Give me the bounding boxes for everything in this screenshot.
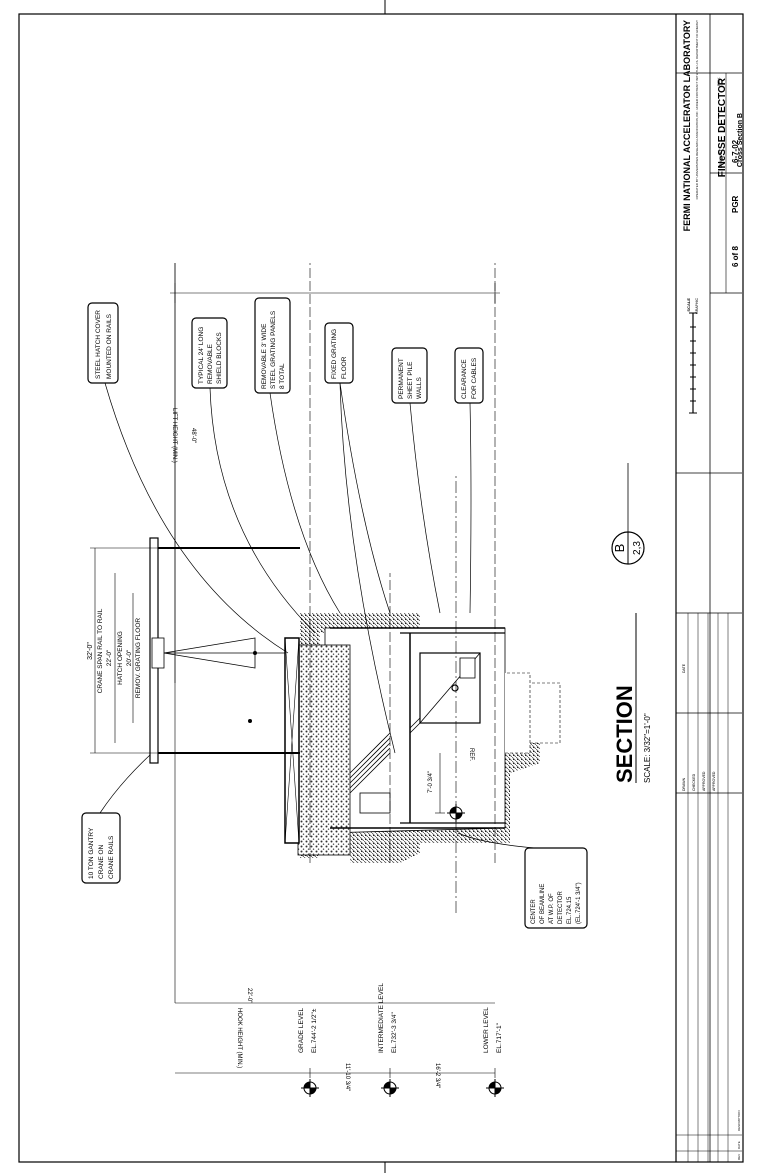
hook-height-label: HOOK HEIGHT (MIN.) <box>236 1008 242 1068</box>
rev-col-label: REV <box>737 1154 741 1160</box>
detector <box>419 652 481 724</box>
callout-shield-line-1: TYPICAL 24' LONG <box>198 327 205 384</box>
level-marker-grade <box>301 1079 319 1097</box>
level-marker-lower <box>486 1079 504 1097</box>
callout-crane-line-2: CRANE ON <box>98 844 105 879</box>
callout-grating-line-3: 8 TOTAL <box>279 363 286 389</box>
approval-row-1: DRAWN <box>682 777 686 791</box>
approval-row-2: CHECKED <box>692 773 696 791</box>
section-marker-sheets: 2,3 <box>632 541 643 555</box>
callout-beamline-line-1: CENTER <box>531 899 537 924</box>
sheet-pile-walls <box>330 627 505 829</box>
lower-level-el: EL.717'-1" <box>496 1022 503 1053</box>
lab-name: FERMI NATIONAL ACCELERATOR LABORATORY <box>682 20 692 231</box>
callout-beamline: CENTER OF BEAMLINE AT W.P. OF DETECTOR E… <box>457 832 588 929</box>
title-block: FERMI NATIONAL ACCELERATOR LABORATORY OP… <box>675 14 744 1162</box>
callout-floor-line-1: FIXED GRATING <box>331 329 338 379</box>
section-scale: SCALE: 3/32"=1'-0" <box>643 713 652 783</box>
approval-date-header: DATE <box>682 663 686 673</box>
callout-hatch-cover: STEEL HATCH COVER MOUNTED ON RAILS <box>87 302 289 654</box>
crane-span-label: CRANE SPAN RAIL TO RAIL <box>97 608 104 693</box>
callout-beamline-line-5: EL.724.15 <box>567 896 573 924</box>
lift-height-value: 48'-0" <box>190 428 196 443</box>
level-marker-intermediate <box>381 1079 399 1097</box>
callout-shield-blocks: TYPICAL 24' LONG REMOVABLE SHIELD BLOCKS <box>191 317 316 634</box>
callout-pile-line-1: PERMANENT <box>398 358 405 399</box>
callout-fixed-floor: FIXED GRATING FLOOR <box>324 322 396 754</box>
approval-row-4: APPROVED <box>712 771 716 791</box>
scale-label: SCALE <box>686 298 691 312</box>
drawn-label: DRAWN BY <box>719 149 723 168</box>
sheet-number: 6 of 8 <box>731 246 740 267</box>
section-marker: B 2,3 <box>611 463 645 565</box>
crane-span-value: 32'-0" <box>87 642 94 660</box>
grade-level-el: EL.744'-2 1/2"± <box>311 1008 318 1053</box>
callout-pile-line-2: SHEET PILE <box>407 361 414 399</box>
approval-row-3: APPROVED <box>702 771 706 791</box>
shield-blocks <box>297 644 351 856</box>
graphic-label: GRAPHIC <box>695 298 699 314</box>
section-title: SECTION <box>612 685 637 783</box>
callout-beamline-line-6: (EL.724'-1 3/4") <box>576 882 582 924</box>
project-title: FINeSSE DETECTOR <box>717 77 728 177</box>
callout-hatch-line-1: STEEL HATCH COVER <box>95 310 102 379</box>
callout-grating-line-2: STEEL GRATING PANELS <box>270 310 277 389</box>
level-dimension-chain <box>175 1068 496 1078</box>
intermediate-level-el: EL.732'-3 3/4" <box>391 1012 398 1053</box>
lab-subtitle: OPERATED BY UNIVERSITIES RESEARCH ASSOCI… <box>695 20 699 199</box>
level-gap-1: 11'-10 3/4" <box>344 1063 350 1091</box>
span-dimensions <box>90 547 160 754</box>
callout-sheet-pile: PERMANENT SHEET PILE WALLS <box>391 347 441 614</box>
callout-crane: 10 TON GANTRY CRANE ON CRANE RAILS <box>81 754 151 884</box>
sheet-border <box>18 13 744 1163</box>
ref-label: REF. <box>468 748 474 761</box>
lift-height-label: LIFT HEIGHT (MIN.) <box>171 408 177 463</box>
callout-beamline-line-4: DETECTOR <box>558 890 564 924</box>
callout-crane-line-3: CRANE RAILS <box>108 835 115 879</box>
grating-label: REMOV. GRATING FLOOR <box>135 618 142 698</box>
lift-height-dimension <box>170 263 500 683</box>
callout-grating-line-1: REMOVABLE 3' WIDE <box>261 323 268 389</box>
callout-hatch-line-2: MOUNTED ON RAILS <box>106 313 113 379</box>
callout-beamline-line-3: AT W.P. OF <box>549 893 555 924</box>
callout-shield-line-2: REMOVABLE <box>207 343 214 384</box>
callout-grating-panels: REMOVABLE 3' WIDE STEEL GRATING PANELS 8… <box>254 297 341 614</box>
ref-value: 7'-0 3/4" <box>428 771 434 793</box>
section-marker-letter: B <box>612 544 627 553</box>
callout-clearance-line-1: CLEARANCE <box>461 359 468 399</box>
callout-crane-line-1: 10 TON GANTRY <box>88 827 95 879</box>
callout-clearance-line-2: FOR CABLES <box>471 357 478 399</box>
callout-beamline-line-2: OF BEAMLINE <box>540 884 546 924</box>
hatch-value: 22'-0" <box>106 649 113 666</box>
grade-level-name: GRADE LEVEL <box>298 1007 305 1053</box>
intermediate-level-name: INTERMEDIATE LEVEL <box>378 983 385 1053</box>
level-marker-beamline <box>447 804 465 822</box>
rotated-drawing: FERMI NATIONAL ACCELERATOR LABORATORY OP… <box>81 14 744 1162</box>
hook-height-value: 22'-0" <box>246 988 252 1003</box>
gantry-crane <box>149 537 300 764</box>
ref-dimension <box>435 753 445 814</box>
callout-shield-line-3: SHIELD BLOCKS <box>216 332 223 384</box>
hatch-label: HATCH OPENING <box>117 631 124 685</box>
lower-level-name: LOWER LEVEL <box>483 1007 490 1053</box>
date-col-label: DATE <box>737 1141 741 1149</box>
approvals-table: DRAWN CHECKED APPROVED APPROVED DATE <box>682 613 729 793</box>
callout-floor-line-2: FLOOR <box>341 356 348 379</box>
grating-value: 20'-0" <box>126 649 133 666</box>
callout-pile-line-3: WALLS <box>416 377 423 399</box>
level-gap-2: 16'-2 3/4" <box>434 1063 440 1088</box>
rev-label: REV. <box>716 77 721 86</box>
drawn-initials: PGR <box>731 195 740 213</box>
callout-clearance: CLEARANCE FOR CABLES <box>454 347 484 614</box>
graphic-scale-bar <box>689 312 697 414</box>
description-col-label: DESCRIPTION <box>737 1110 741 1131</box>
drawing-subtitle: Cross Section B <box>737 113 744 167</box>
drawing-date: 6-7-02 <box>731 139 740 163</box>
revision-table: REV DATE DESCRIPTION <box>676 793 742 1162</box>
